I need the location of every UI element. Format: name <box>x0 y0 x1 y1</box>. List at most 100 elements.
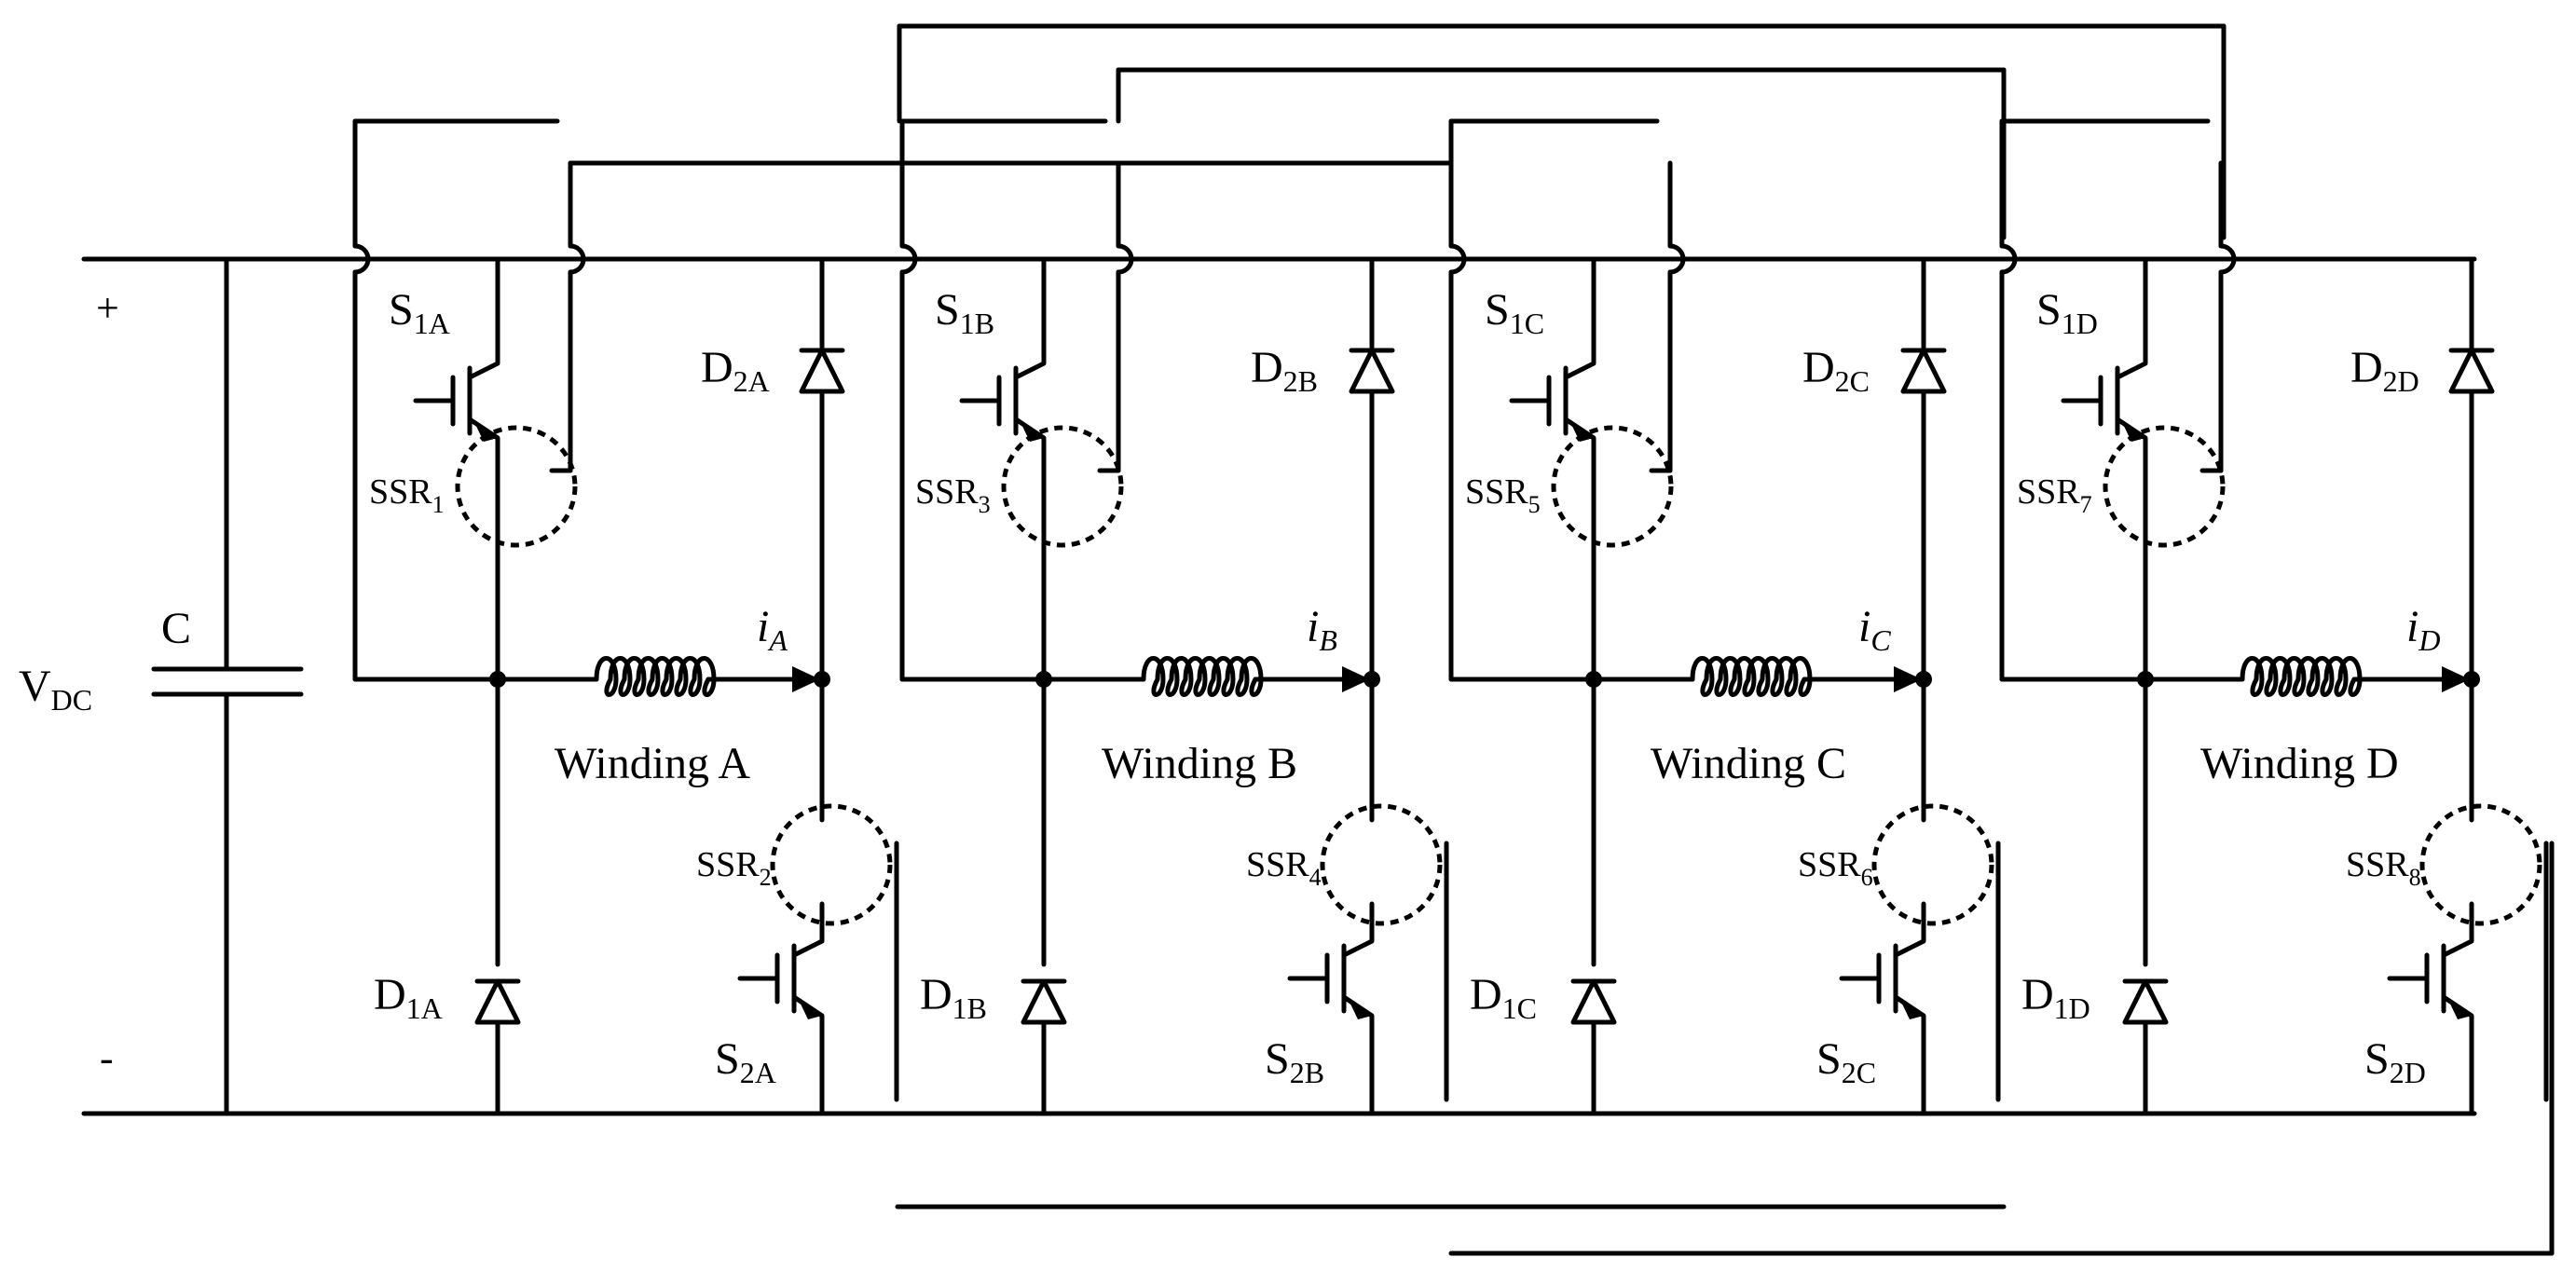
node-D-left <box>2137 671 2154 688</box>
phase-C-ctrl-hop <box>1667 243 1686 275</box>
ssr-upper-A <box>455 425 578 548</box>
ssr-lower-label-D: SSR8 <box>2346 845 2421 891</box>
s-lower-label-A: S2A <box>715 1034 776 1089</box>
d-upper-A-body <box>799 348 845 394</box>
d-lower-B-body <box>1021 978 1067 1025</box>
d-upper-label-A: D2A <box>701 343 770 398</box>
s-upper-label-D: S1D <box>2036 285 2098 340</box>
ssr-lower-D <box>2419 803 2542 926</box>
winding-C <box>1690 656 1813 697</box>
d-upper-label-D: D2D <box>2350 343 2419 398</box>
s-lower-C <box>1839 901 1926 1116</box>
phase-B-ctrl-hop <box>1116 243 1134 275</box>
node-A-left <box>489 671 506 688</box>
s-lower-D <box>2387 901 2474 1116</box>
s-upper-C-arrow <box>1569 420 1594 442</box>
winding-B <box>1141 656 1264 697</box>
current-arrow-C <box>1894 666 1922 692</box>
s-lower-D-collector <box>2441 901 2474 958</box>
d-lower-B <box>1021 978 1067 1025</box>
d-lower-A-body <box>474 978 521 1025</box>
current-label-C: iC <box>1858 602 1891 657</box>
d-lower-label-A: D1A <box>374 970 443 1025</box>
d-lower-A <box>474 978 521 1025</box>
s-lower-A <box>737 901 825 1116</box>
vdc-label: VDC <box>19 662 92 717</box>
winding-C-coil <box>1690 656 1813 697</box>
d-upper-D-body <box>2448 348 2495 394</box>
d-lower-C-body <box>1570 978 1617 1025</box>
d-lower-C <box>1570 978 1617 1025</box>
s-lower-B-arrow <box>1348 998 1372 1019</box>
s-lower-label-C: S2C <box>1816 1034 1876 1089</box>
ssr-lower-D-ring <box>2419 803 2542 926</box>
winding-label-C: Winding C <box>1651 739 1846 788</box>
s-upper-A <box>413 323 500 529</box>
s-lower-C-arrow <box>1899 998 1924 1019</box>
s-lower-B-collector <box>1341 901 1375 958</box>
winding-D-coil <box>2240 656 2363 697</box>
components <box>413 323 2542 1116</box>
capacitor-label: C <box>161 604 191 653</box>
ssr-upper-A-ring <box>455 425 578 548</box>
d-upper-C-body <box>1900 348 1947 394</box>
node-A-right <box>814 671 830 688</box>
ssr-lower-B <box>1320 803 1443 926</box>
d-lower-D-body <box>2122 978 2169 1025</box>
d-upper-D <box>2448 348 2495 394</box>
current-arrow-D <box>2442 666 2470 692</box>
current-label-D: iD <box>2406 602 2440 657</box>
s-lower-label-B: S2B <box>1265 1034 1324 1089</box>
current-label-A: iA <box>757 602 788 657</box>
d-lower-label-D: D1D <box>2021 970 2090 1025</box>
ssr-upper-label-D: SSR7 <box>2017 472 2092 518</box>
s-lower-C-collector <box>1893 901 1926 958</box>
s-upper-A-arrow <box>473 420 498 442</box>
phase-D-hop <box>1999 243 2018 275</box>
labels: + - VDC C S1AD2ASSR1SSR2D1AS2AiAWinding … <box>19 285 2440 1089</box>
ssr-lower-C-ring <box>1871 803 1994 926</box>
node-B-right <box>1363 671 1380 688</box>
ssr-upper-D-ring <box>2103 425 2226 548</box>
ssr-upper-B <box>1001 425 1124 548</box>
s-upper-B-arrow <box>1020 420 1044 442</box>
winding-label-B: Winding B <box>1102 739 1297 788</box>
d-upper-label-C: D2C <box>1802 343 1870 398</box>
phase-B-hop <box>899 243 918 275</box>
s-upper-D-collector <box>2115 323 2148 380</box>
ssr-upper-B-ring <box>1001 425 1124 548</box>
s-upper-A-collector <box>467 323 500 380</box>
negative-rail-sign: - <box>100 1035 114 1081</box>
s-upper-C <box>1509 323 1596 529</box>
wiring <box>81 23 2555 1256</box>
winding-B-coil <box>1141 656 1264 697</box>
positive-rail-sign: + <box>96 285 119 331</box>
ssr-upper-D <box>2103 425 2226 548</box>
d-upper-A <box>799 348 845 394</box>
ssr-lower-A-ring <box>770 803 893 926</box>
d-upper-B-body <box>1349 348 1395 394</box>
s-upper-label-C: S1C <box>1485 285 1544 340</box>
node-B-left <box>1035 671 1052 688</box>
node-D-right <box>2463 671 2480 688</box>
d-lower-label-C: D1C <box>1470 970 1537 1025</box>
s-lower-B <box>1287 901 1375 1116</box>
phase-D-ctrl-hop <box>2218 243 2237 275</box>
d-upper-B <box>1349 348 1395 394</box>
s-upper-B-collector <box>1013 323 1047 380</box>
winding-A <box>594 656 717 697</box>
d-lower-D <box>2122 978 2169 1025</box>
ssr-upper-label-C: SSR5 <box>1465 472 1541 518</box>
ssr-lower-label-C: SSR6 <box>1798 845 1873 891</box>
ssr-upper-C-ring <box>1551 425 1674 548</box>
s-lower-D-arrow <box>2447 998 2472 1019</box>
d-upper-C <box>1900 348 1947 394</box>
phase-A-ctrl-hop <box>568 243 586 275</box>
winding-label-D: Winding D <box>2200 739 2399 788</box>
ssr-lower-B-ring <box>1320 803 1443 926</box>
ssr-upper-label-A: SSR1 <box>369 472 445 518</box>
s-upper-label-A: S1A <box>389 285 450 340</box>
node-C-right <box>1915 671 1932 688</box>
s-upper-B <box>959 323 1047 529</box>
winding-A-coil <box>594 656 717 697</box>
